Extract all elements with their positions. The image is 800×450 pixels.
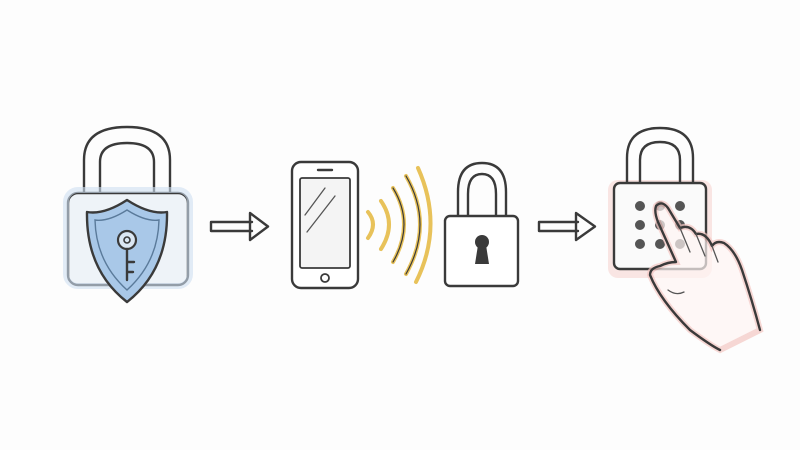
key-icon	[116, 229, 138, 282]
shield-padlock-icon	[63, 125, 193, 304]
smartphone-icon	[290, 160, 360, 290]
arrow-right-icon	[209, 211, 270, 242]
arrow-right-icon	[537, 211, 597, 242]
pointing-hand-icon	[646, 200, 764, 354]
keyhole-icon	[475, 235, 489, 264]
wireless-signal-icon	[366, 166, 433, 284]
padlock-icon	[443, 161, 520, 288]
